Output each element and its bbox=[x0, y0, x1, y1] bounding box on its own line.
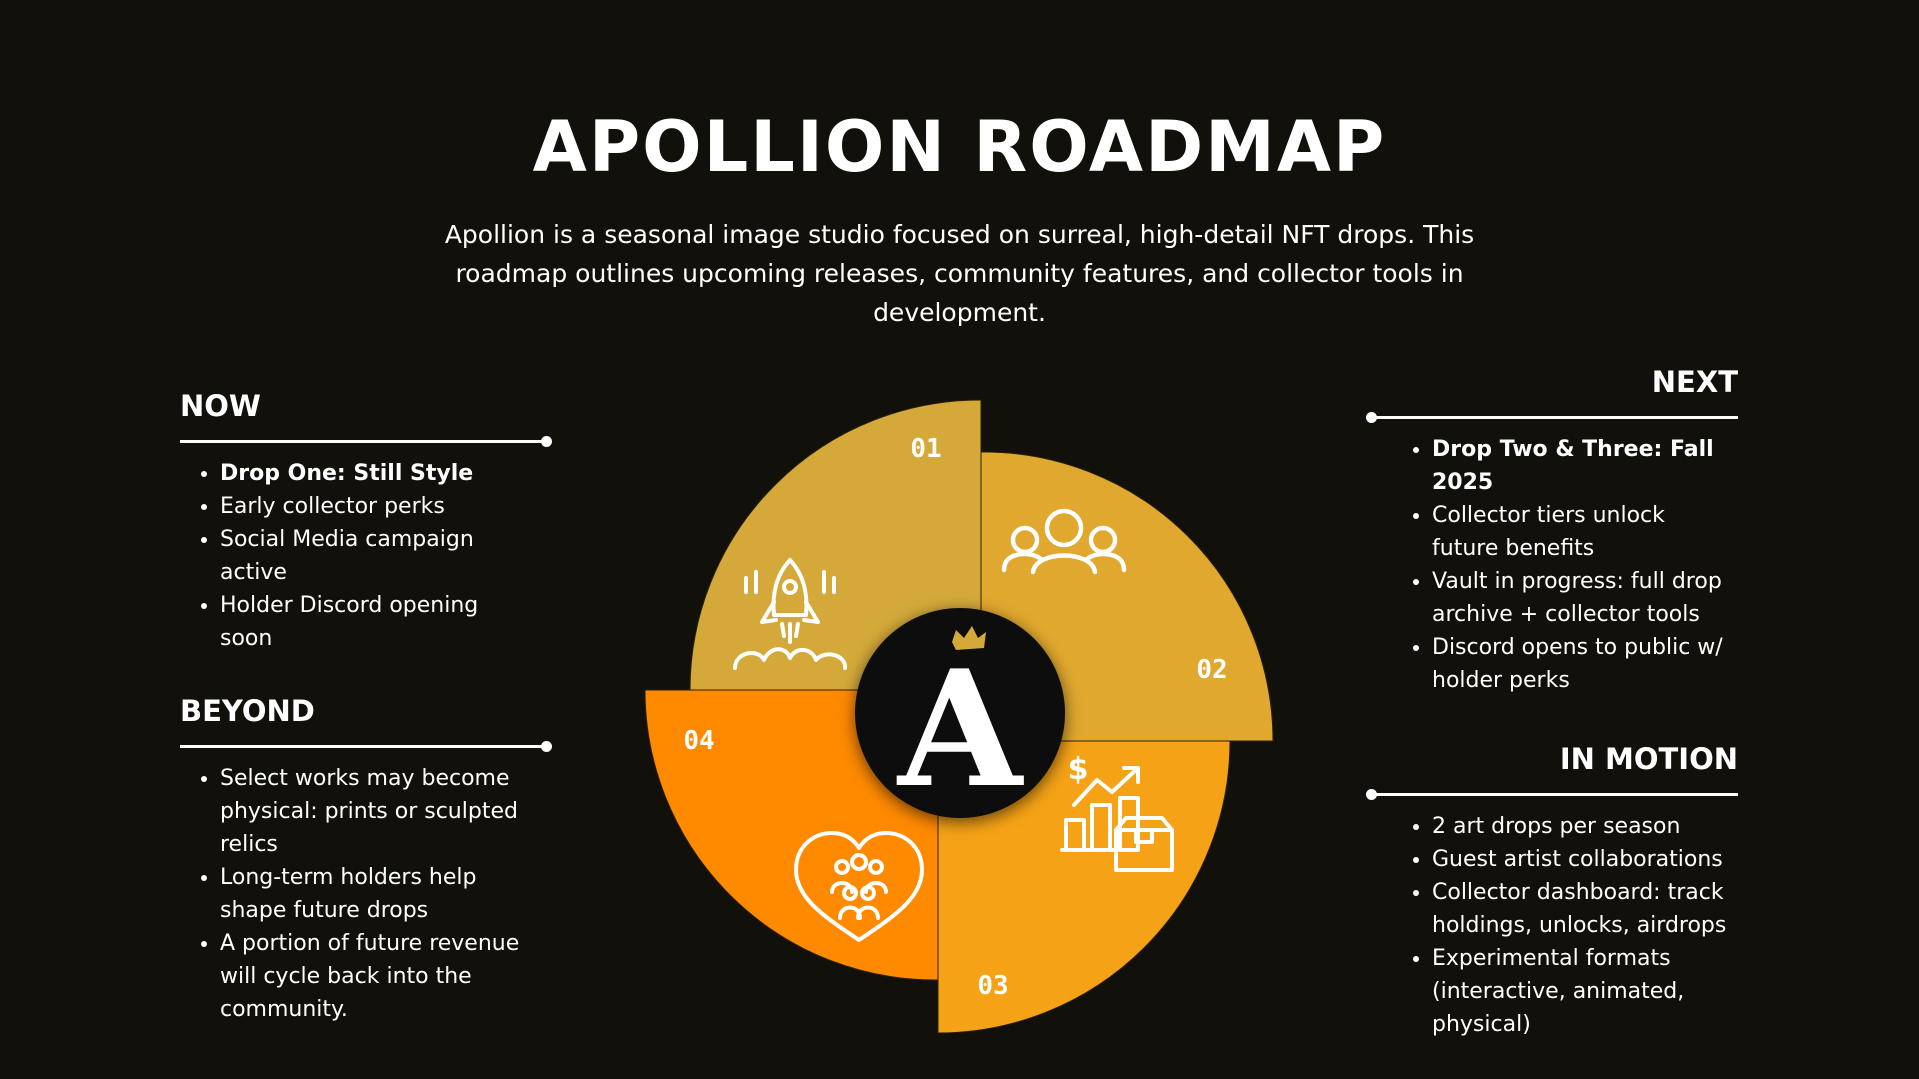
list-item: Drop Two & Three: Fall 2025 bbox=[1432, 433, 1728, 499]
list-item: A portion of future revenue will cycle b… bbox=[220, 927, 530, 1026]
roadmap-wheel: 01 02 03 04 $ bbox=[644, 399, 1274, 1034]
list-item: Vault in progress: full drop archive + c… bbox=[1432, 565, 1728, 631]
list-item: Social Media campaign active bbox=[220, 523, 510, 589]
section-list: Drop Two & Three: Fall 2025 Collector ti… bbox=[1370, 433, 1728, 697]
section-list: 2 art drops per season Guest artist coll… bbox=[1370, 810, 1728, 1041]
segment-number-01: 01 bbox=[910, 434, 941, 464]
list-item: Early collector perks bbox=[220, 490, 510, 523]
segment-number-02: 02 bbox=[1196, 655, 1227, 685]
section-heading: IN MOTION bbox=[1559, 742, 1738, 776]
section-list: Select works may become physical: prints… bbox=[180, 762, 530, 1026]
list-item: Long-term holders help shape future drop… bbox=[220, 861, 530, 927]
growth-boxes-icon: $ bbox=[1060, 752, 1174, 872]
section-now: NOW Drop One: Still Style Early collecto… bbox=[180, 388, 552, 655]
list-item: Experimental formats (interactive, anima… bbox=[1432, 942, 1728, 1041]
section-in-motion: IN MOTION 2 art drops per season Guest a… bbox=[1366, 741, 1738, 1041]
divider-dot bbox=[541, 436, 552, 447]
list-item: Discord opens to public w/ holder perks bbox=[1432, 631, 1728, 697]
page-title: APOLLION ROADMAP bbox=[532, 106, 1387, 188]
crown-icon bbox=[952, 626, 986, 650]
section-next: NEXT Drop Two & Three: Fall 2025 Collect… bbox=[1366, 364, 1738, 697]
list-item: Collector dashboard: track holdings, unl… bbox=[1432, 876, 1728, 942]
divider-dot bbox=[541, 741, 552, 752]
section-divider bbox=[1366, 412, 1738, 423]
rocket-icon bbox=[733, 558, 847, 670]
list-item: Guest artist collaborations bbox=[1432, 843, 1728, 876]
section-divider bbox=[180, 436, 552, 447]
list-item: 2 art drops per season bbox=[1432, 810, 1728, 843]
list-item: Collector tiers unlock future benefits bbox=[1432, 499, 1728, 565]
segment-number-04: 04 bbox=[683, 726, 714, 756]
intro-paragraph: Apollion is a seasonal image studio focu… bbox=[444, 220, 1475, 327]
section-list: Drop One: Still Style Early collector pe… bbox=[180, 457, 510, 655]
section-divider bbox=[180, 741, 552, 752]
section-divider bbox=[1366, 789, 1738, 800]
hub-circle bbox=[855, 608, 1065, 818]
divider-dot bbox=[1366, 412, 1377, 423]
divider-dot bbox=[1366, 789, 1377, 800]
section-heading: NOW bbox=[180, 389, 261, 423]
list-item: Select works may become physical: prints… bbox=[220, 762, 530, 861]
people-group-icon bbox=[1001, 508, 1127, 575]
list-item: Drop One: Still Style bbox=[220, 457, 510, 490]
section-heading: BEYOND bbox=[180, 694, 315, 728]
wheel-segment-03 bbox=[937, 740, 1231, 1034]
segment-number-03: 03 bbox=[977, 971, 1008, 1001]
section-heading: NEXT bbox=[1651, 365, 1738, 399]
list-item: Holder Discord opening soon bbox=[220, 589, 510, 655]
heart-community-icon bbox=[794, 831, 924, 942]
hub-letter: A bbox=[896, 635, 1024, 823]
svg-text:$: $ bbox=[1068, 752, 1089, 787]
section-beyond: BEYOND Select works may become physical:… bbox=[180, 693, 552, 1026]
